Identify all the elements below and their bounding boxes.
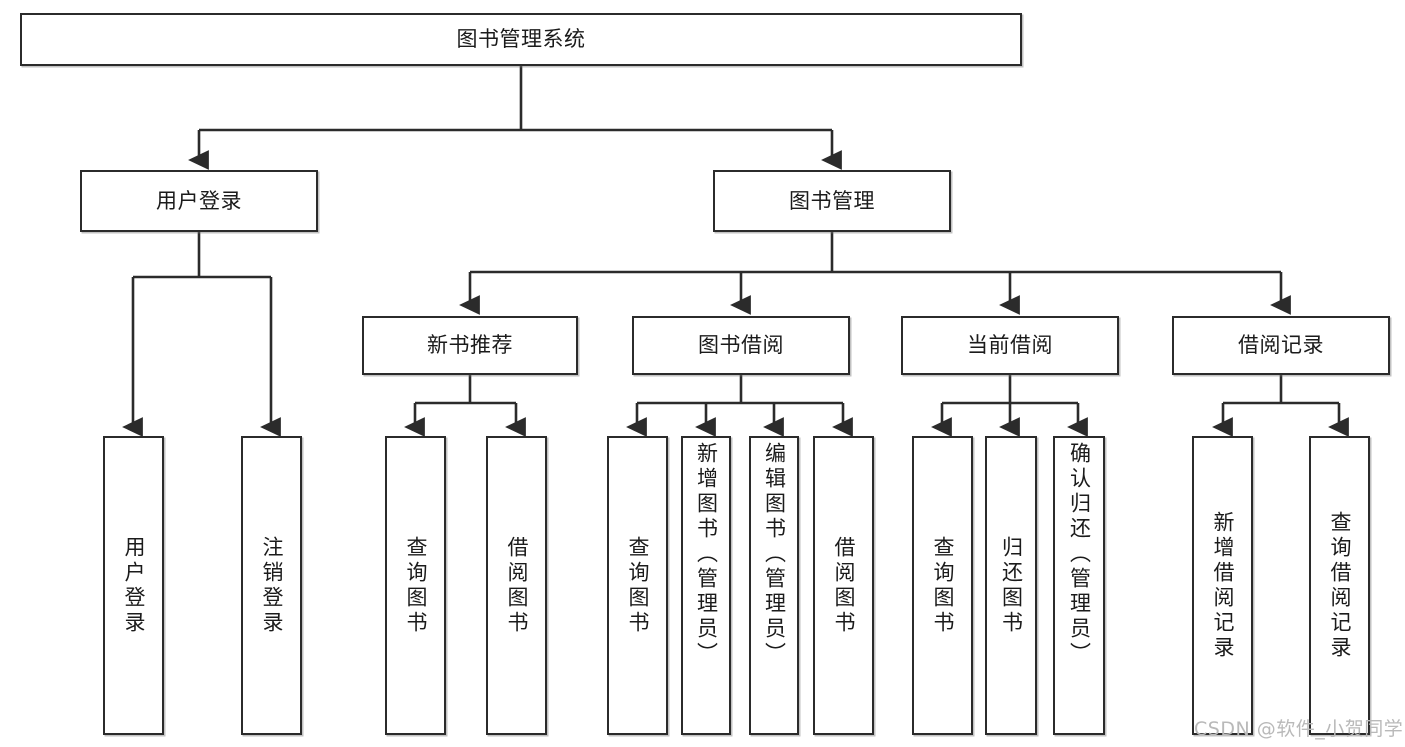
node-book-borrow-label: 图书借阅 xyxy=(698,333,784,358)
leaf-user-login-login[interactable]: 用户登录 xyxy=(103,436,164,735)
leaf-current-borrow-return-book[interactable]: 归还图书 xyxy=(985,436,1037,735)
leaf-book-borrow-query-book-label: 查询图书 xyxy=(625,535,650,636)
node-current-borrow[interactable]: 当前借阅 xyxy=(901,316,1119,375)
leaf-book-borrow-add-book-admin-label: 新增图书（管理员） xyxy=(694,442,719,667)
leaf-new-book-borrow-book-label: 借阅图书 xyxy=(504,535,529,636)
node-current-borrow-label: 当前借阅 xyxy=(967,333,1053,358)
node-book-management[interactable]: 图书管理 xyxy=(713,170,951,232)
leaf-book-borrow-borrow-book-label: 借阅图书 xyxy=(831,535,856,636)
leaf-borrow-record-query-record[interactable]: 查询借阅记录 xyxy=(1309,436,1370,735)
node-root-book-management-system[interactable]: 图书管理系统 xyxy=(20,13,1022,66)
leaf-user-login-login-label: 用户登录 xyxy=(121,535,146,636)
leaf-current-borrow-confirm-return-admin-label: 确认归还（管理员） xyxy=(1067,442,1092,667)
leaf-user-login-logout-label: 注销登录 xyxy=(259,535,284,636)
node-new-book-recommend[interactable]: 新书推荐 xyxy=(362,316,578,375)
csdn-watermark: CSDN @软件_小贺同学 xyxy=(1194,718,1404,740)
node-new-book-recommend-label: 新书推荐 xyxy=(427,333,513,358)
leaf-current-borrow-query-book[interactable]: 查询图书 xyxy=(912,436,973,735)
node-user-login[interactable]: 用户登录 xyxy=(80,170,318,232)
node-book-borrow[interactable]: 图书借阅 xyxy=(632,316,850,375)
leaf-current-borrow-confirm-return-admin[interactable]: 确认归还（管理员） xyxy=(1053,436,1105,735)
node-book-management-label: 图书管理 xyxy=(789,188,875,213)
leaf-new-book-query-book[interactable]: 查询图书 xyxy=(385,436,446,735)
leaf-book-borrow-borrow-book[interactable]: 借阅图书 xyxy=(813,436,874,735)
node-root-label: 图书管理系统 xyxy=(456,27,586,52)
leaf-book-borrow-add-book-admin[interactable]: 新增图书（管理员） xyxy=(681,436,731,735)
leaf-current-borrow-query-book-label: 查询图书 xyxy=(930,535,955,636)
leaf-borrow-record-add-record-label: 新增借阅记录 xyxy=(1210,510,1235,661)
leaf-new-book-query-book-label: 查询图书 xyxy=(403,535,428,636)
leaf-borrow-record-add-record[interactable]: 新增借阅记录 xyxy=(1192,436,1253,735)
leaf-user-login-logout[interactable]: 注销登录 xyxy=(241,436,302,735)
leaf-borrow-record-query-record-label: 查询借阅记录 xyxy=(1327,510,1352,661)
leaf-book-borrow-query-book[interactable]: 查询图书 xyxy=(607,436,668,735)
leaf-book-borrow-edit-book-admin[interactable]: 编辑图书（管理员） xyxy=(749,436,799,735)
leaf-new-book-borrow-book[interactable]: 借阅图书 xyxy=(486,436,547,735)
node-borrow-record[interactable]: 借阅记录 xyxy=(1172,316,1390,375)
node-user-login-label: 用户登录 xyxy=(156,188,242,213)
leaf-current-borrow-return-book-label: 归还图书 xyxy=(999,535,1024,636)
leaf-book-borrow-edit-book-admin-label: 编辑图书（管理员） xyxy=(762,442,787,667)
node-borrow-record-label: 借阅记录 xyxy=(1238,333,1324,358)
